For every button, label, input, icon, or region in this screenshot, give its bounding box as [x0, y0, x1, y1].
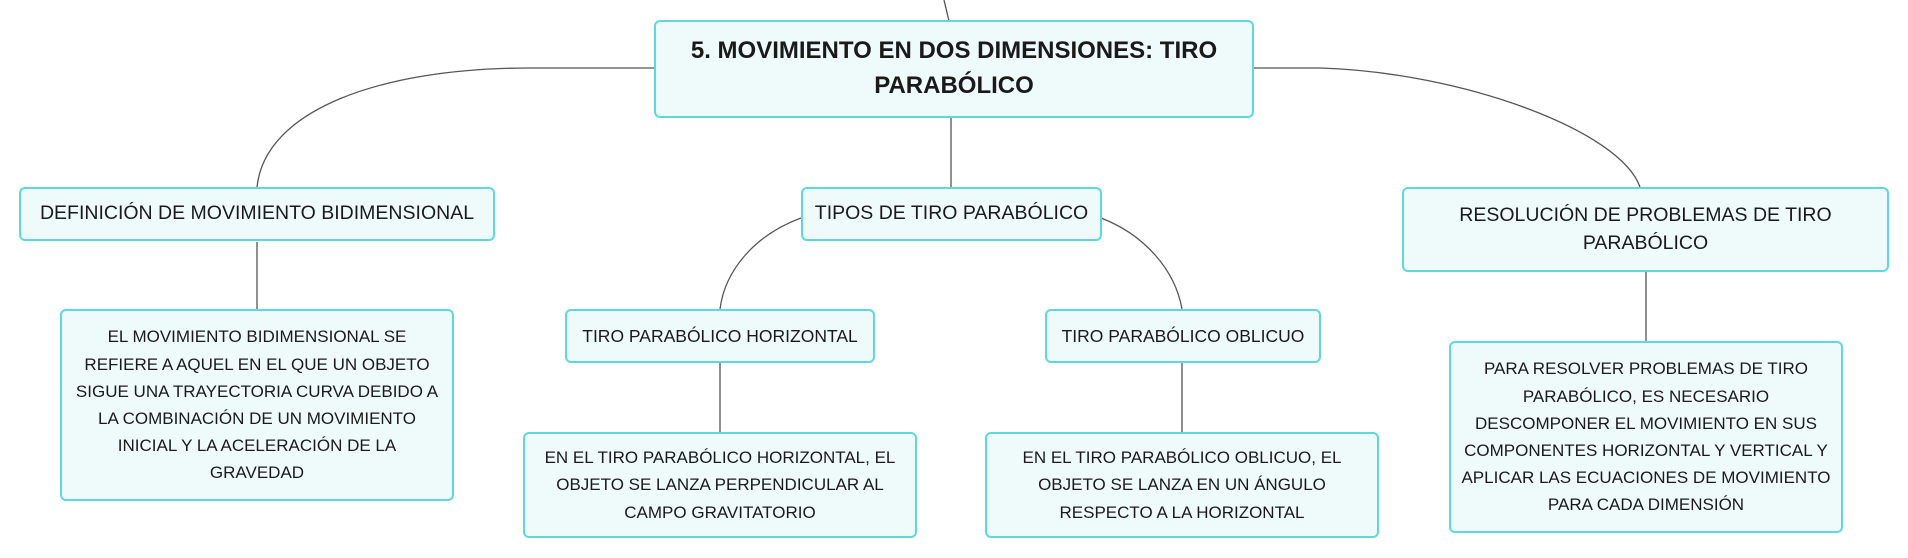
connector-tipos-horizontal [719, 217, 802, 310]
horizontal-text-node[interactable]: EN EL TIRO PARABÓLICO HORIZONTAL, EL OBJ… [523, 432, 917, 538]
resolucion-node[interactable]: RESOLUCIÓN DE PROBLEMAS DE TIRO PARABÓLI… [1402, 187, 1889, 272]
horizontal-title: TIRO PARABÓLICO HORIZONTAL [582, 325, 858, 346]
horizontal-node[interactable]: TIRO PARABÓLICO HORIZONTAL [565, 309, 875, 363]
oblicuo-node[interactable]: TIRO PARABÓLICO OBLICUO [1045, 309, 1321, 363]
horizontal-text: EN EL TIRO PARABÓLICO HORIZONTAL, EL OBJ… [544, 448, 896, 522]
resolucion-text: PARA RESOLVER PROBLEMAS DE TIRO PARABÓLI… [1461, 359, 1831, 515]
connector-root-resolucion [1254, 67, 1641, 188]
root-node[interactable]: 5. MOVIMIENTO EN DOS DIMENSIONES: TIRO P… [654, 20, 1254, 118]
root-title: 5. MOVIMIENTO EN DOS DIMENSIONES: TIRO P… [690, 37, 1218, 99]
resolucion-text-node[interactable]: PARA RESOLVER PROBLEMAS DE TIRO PARABÓLI… [1449, 341, 1843, 533]
tipos-node[interactable]: TIPOS DE TIRO PARABÓLICO [801, 187, 1102, 241]
oblicuo-text-node[interactable]: EN EL TIRO PARABÓLICO OBLICUO, EL OBJETO… [985, 432, 1379, 538]
connector-tipos-oblicuo [1100, 217, 1183, 310]
oblicuo-text: EN EL TIRO PARABÓLICO OBLICUO, EL OBJETO… [1022, 448, 1342, 522]
oblicuo-title: TIRO PARABÓLICO OBLICUO [1061, 325, 1305, 346]
tipos-title: TIPOS DE TIRO PARABÓLICO [814, 202, 1089, 225]
definicion-text-node[interactable]: EL MOVIMIENTO BIDIMENSIONAL SE REFIERE A… [60, 309, 454, 501]
connector-parent-root [943, 0, 950, 22]
definicion-text: EL MOVIMIENTO BIDIMENSIONAL SE REFIERE A… [75, 327, 439, 483]
resolucion-title: RESOLUCIÓN DE PROBLEMAS DE TIRO PARABÓLI… [1459, 203, 1832, 254]
connector-root-definicion [256, 67, 654, 188]
definicion-node[interactable]: DEFINICIÓN DE MOVIMIENTO BIDIMENSIONAL [19, 187, 495, 241]
definicion-title: DEFINICIÓN DE MOVIMIENTO BIDIMENSIONAL [39, 202, 475, 225]
